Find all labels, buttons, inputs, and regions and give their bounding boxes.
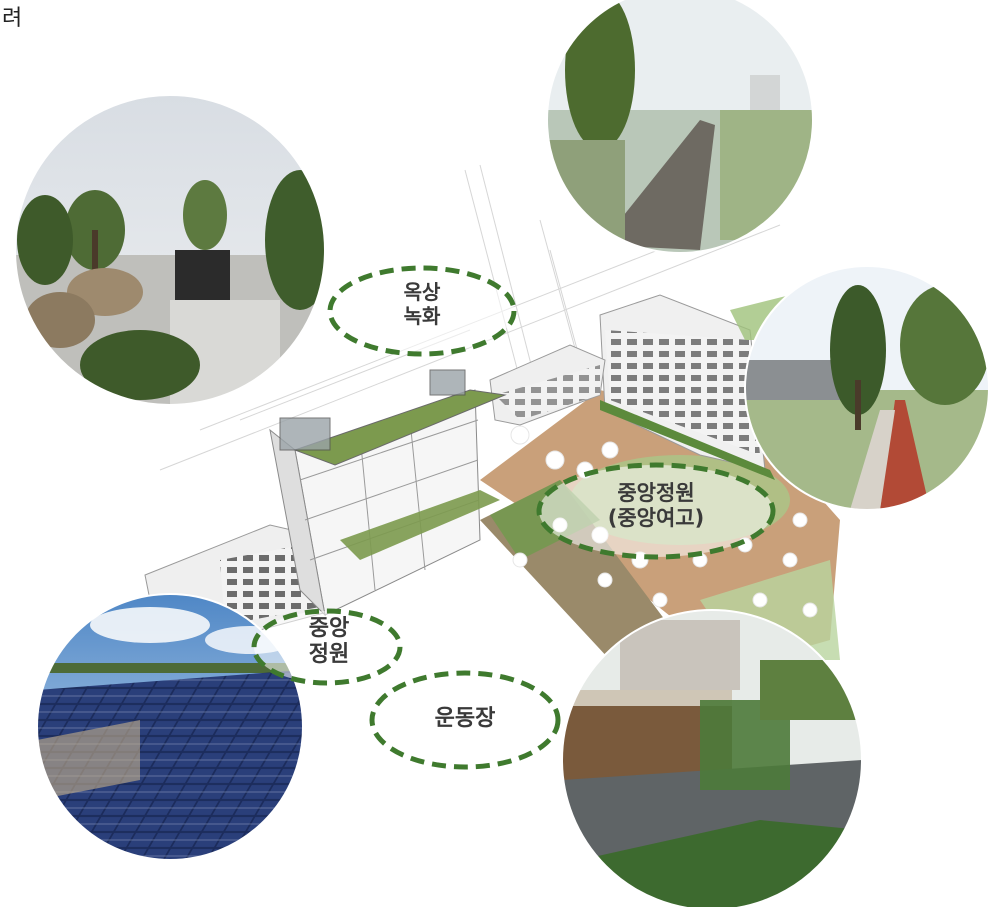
corner-text: 려 [2,6,23,31]
central-garden-label: 중앙정원 (중앙여고) [571,481,741,531]
rooftop-label-line2: 녹화 [403,304,441,328]
rooftop-label-line1: 옥상 [403,280,441,304]
urban-plaza-photo [562,610,862,907]
playground-label-line1: 운동장 [434,706,496,731]
rooftop-garden-photo [15,95,325,405]
rooftop-label-ring [327,265,517,357]
rooftop-garden-label: 옥상 녹화 [362,280,482,328]
central-garden-label-line1: 중앙정원 [617,481,695,505]
riverside-park-photo [745,266,989,510]
wetland-boardwalk-photo [547,0,813,253]
small-garden-label-line1: 중앙 [308,616,350,641]
playground-label-ring [369,670,561,770]
central-garden-label-line2: (중앙여고) [607,506,705,531]
small-garden-label-line2: 정원 [308,642,350,668]
central-garden-label-ring [536,462,776,560]
playground-label: 운동장 [405,706,525,732]
small-central-garden-label: 중앙 정원 [279,616,379,669]
small-central-garden-label-ring [251,608,403,686]
